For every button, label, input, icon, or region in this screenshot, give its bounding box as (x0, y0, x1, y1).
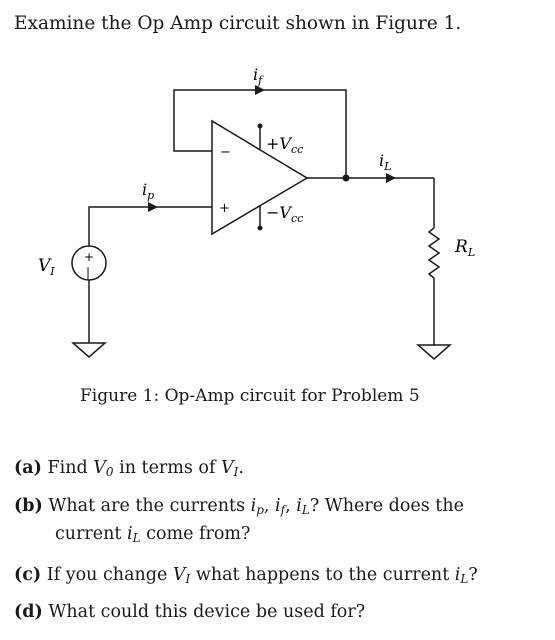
question-b: (b) What are the currents ip, if, iL? Wh… (14, 496, 464, 545)
feedback-wire (173, 89, 347, 178)
label-ip: ip (142, 180, 154, 202)
figure-caption: Figure 1: Op-Amp circuit for Problem 5 (80, 386, 420, 406)
arrow-ip (148, 202, 158, 212)
label-vcc-pos: +Vcc (266, 134, 303, 156)
label-iL: iL (379, 151, 391, 173)
label-vcc-neg: −Vcc (266, 203, 303, 225)
question-a: (a) Find V0 in terms of VI. (14, 458, 244, 479)
ground-right (416, 344, 452, 360)
source-plus: + (84, 250, 94, 264)
question-d: (d) What could this device be used for? (14, 602, 366, 622)
plus-terminal: + (219, 201, 230, 216)
load-resistor (427, 227, 441, 279)
minus-terminal: − (220, 145, 231, 160)
arrow-if (255, 85, 265, 95)
arrow-iL (386, 173, 396, 183)
label-RL: RL (454, 237, 475, 259)
question-c: (c) If you change VI what happens to the… (14, 565, 478, 586)
ground-left (71, 342, 107, 358)
input-wire (88, 206, 212, 246)
source-minus: | (86, 265, 90, 279)
intro-text: Examine the Op Amp circuit shown in Figu… (14, 13, 462, 34)
op-amp-circuit-diagram: − + + | if ip iL +Vcc −Vcc VI RL (38, 65, 475, 360)
output-node (342, 174, 350, 182)
label-if: if (253, 65, 264, 87)
label-VI: VI (38, 256, 55, 278)
